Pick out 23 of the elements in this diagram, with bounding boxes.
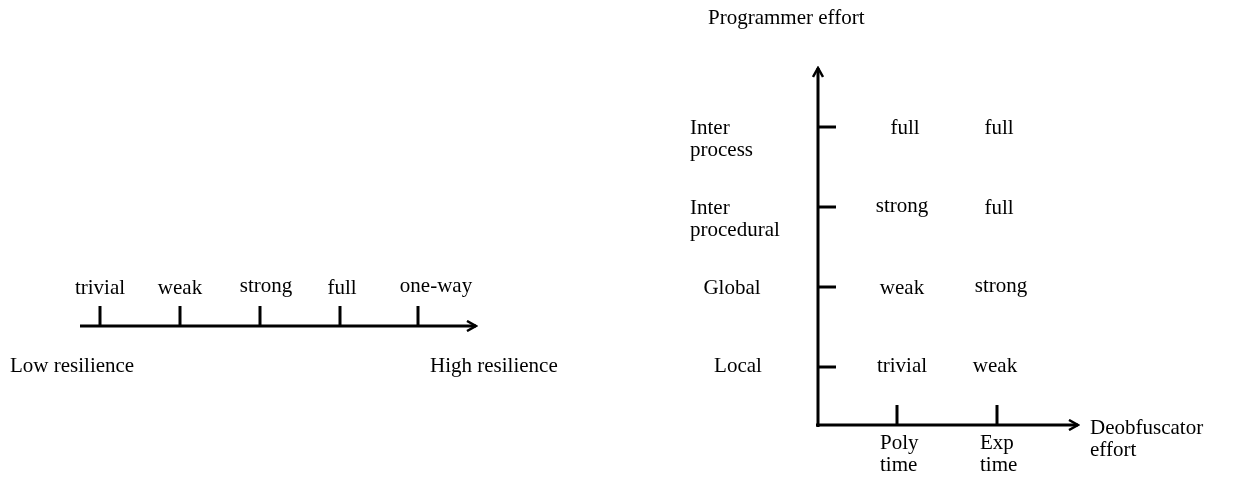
cell-text: strong [974, 274, 1028, 296]
tick-label: full [327, 276, 357, 298]
cell-text: full [984, 116, 1014, 138]
row-label: Local [714, 354, 762, 376]
tick-label: Exp time [980, 431, 1019, 475]
tick-label: Poly time [880, 431, 920, 475]
cell-text: weak [879, 276, 925, 298]
row-label: Inter procedural [690, 196, 781, 240]
cell-text: strong [875, 194, 929, 216]
axis-label: Programmer effort [708, 6, 865, 28]
tick-label: one-way [399, 274, 473, 296]
cell-text: full [984, 196, 1014, 218]
tick-label: weak [157, 276, 203, 298]
axis-label: Deobfuscator effort [1090, 416, 1205, 460]
cell-text: trivial [876, 354, 928, 376]
row-label: Global [703, 276, 761, 298]
axis-label: Low resilience [10, 354, 135, 376]
cell-text: weak [972, 354, 1018, 376]
cell-text: full [890, 116, 920, 138]
tick-label: strong [239, 274, 293, 296]
axis-label: High resilience [430, 354, 558, 376]
row-label: Inter process [690, 116, 754, 160]
tick-label: trivial [74, 276, 126, 298]
